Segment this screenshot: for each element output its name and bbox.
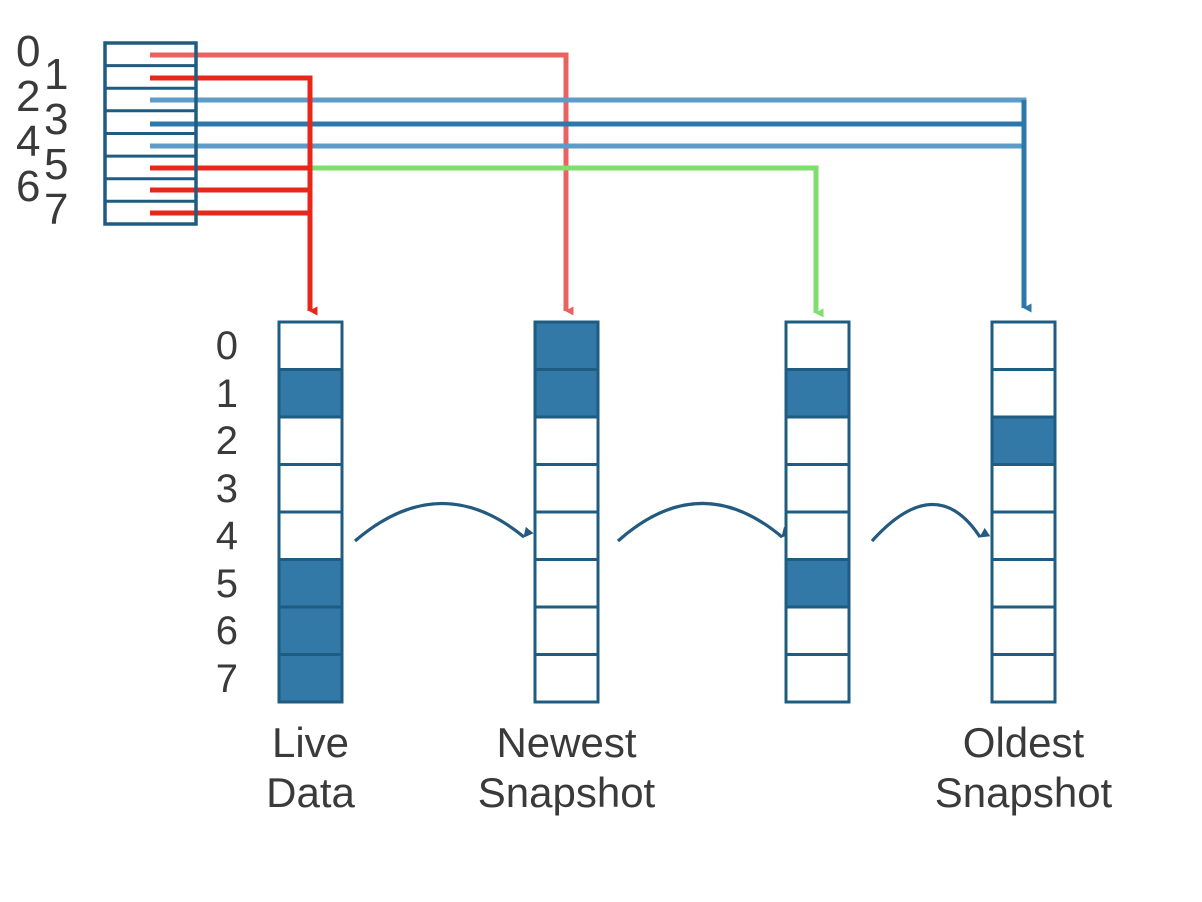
column-third-snapshot[interactable] (784, 320, 851, 704)
cell-live-data-4[interactable] (277, 510, 344, 561)
flow-arrow-third-to-oldest (870, 502, 991, 543)
route-row-1-red (150, 75, 318, 316)
cell-newest-snapshot-4[interactable] (533, 510, 600, 561)
column-newest-snapshot[interactable] (533, 320, 600, 704)
cell-oldest-snapshot-3[interactable] (990, 463, 1057, 514)
cell-oldest-snapshot-7[interactable] (990, 653, 1057, 704)
flow-arrow-newest-to-third (616, 501, 792, 543)
flow-arrows (353, 501, 991, 543)
cell-oldest-snapshot-2[interactable] (990, 415, 1057, 466)
source-index-label-1: 1 (44, 49, 69, 99)
cell-live-data-7[interactable] (277, 653, 344, 704)
route-row-2-blue (150, 97, 1027, 308)
source-index-label-4: 4 (16, 117, 41, 166)
cell-newest-snapshot-2[interactable] (533, 415, 600, 466)
column-row-label-6: 6 (215, 609, 238, 653)
caption-line-1: Live (271, 719, 350, 766)
cell-newest-snapshot-1[interactable] (533, 368, 600, 419)
route-row-5-green (150, 165, 824, 318)
cell-third-snapshot-3[interactable] (784, 463, 851, 514)
column-row-label-7: 7 (215, 656, 238, 701)
caption-line-1: Oldest (962, 719, 1085, 766)
cell-oldest-snapshot-5[interactable] (990, 558, 1057, 609)
source-index-label-5: 5 (44, 139, 69, 189)
caption-line-2: Snapshot (477, 768, 656, 816)
cell-live-data-1[interactable] (277, 368, 344, 419)
cell-newest-snapshot-7[interactable] (533, 653, 600, 704)
cell-oldest-snapshot-1[interactable] (990, 368, 1057, 419)
source-index-label-3: 3 (44, 94, 69, 144)
column-row-label-1: 1 (215, 371, 238, 416)
flow-arrow-live-to-newest (353, 501, 534, 543)
caption-line-2: Data (266, 768, 355, 816)
column-live-data[interactable] (277, 320, 344, 704)
cell-oldest-snapshot-0[interactable] (990, 320, 1057, 371)
route-row-0-salmon (150, 52, 574, 316)
source-index-label-6: 6 (16, 162, 41, 211)
cell-third-snapshot-6[interactable] (784, 605, 851, 656)
caption-line-2: Snapshot (934, 768, 1113, 816)
source-index-label-0: 0 (16, 27, 41, 76)
cell-newest-snapshot-6[interactable] (533, 605, 600, 656)
snapshot-columns (277, 320, 1057, 704)
column-row-label-3: 3 (215, 466, 238, 511)
cell-live-data-2[interactable] (277, 415, 344, 466)
cell-third-snapshot-5[interactable] (784, 558, 851, 609)
cell-newest-snapshot-3[interactable] (533, 463, 600, 514)
cell-oldest-snapshot-6[interactable] (990, 605, 1057, 656)
column-row-label-0: 0 (215, 324, 238, 368)
cell-live-data-3[interactable] (277, 463, 344, 514)
cell-oldest-snapshot-4[interactable] (990, 510, 1057, 561)
cell-third-snapshot-0[interactable] (784, 320, 851, 371)
cell-third-snapshot-4[interactable] (784, 510, 851, 561)
source-index-label-7: 7 (44, 184, 69, 234)
source-index-label-2: 2 (16, 72, 41, 121)
source-index-array[interactable] (103, 41, 198, 226)
cell-live-data-5[interactable] (277, 558, 344, 609)
cell-newest-snapshot-0[interactable] (533, 320, 600, 371)
cell-live-data-0[interactable] (277, 320, 344, 371)
cell-newest-snapshot-5[interactable] (533, 558, 600, 609)
caption-line-1: Newest (496, 719, 637, 766)
column-row-label-2: 2 (215, 419, 238, 463)
column-row-label-5: 5 (215, 561, 238, 606)
column-row-label-4: 4 (215, 514, 238, 558)
cell-third-snapshot-7[interactable] (784, 653, 851, 704)
cell-live-data-6[interactable] (277, 605, 344, 656)
cell-third-snapshot-1[interactable] (784, 368, 851, 419)
cell-third-snapshot-2[interactable] (784, 415, 851, 466)
column-oldest-snapshot[interactable] (990, 320, 1057, 704)
routing-lines (150, 52, 1032, 318)
